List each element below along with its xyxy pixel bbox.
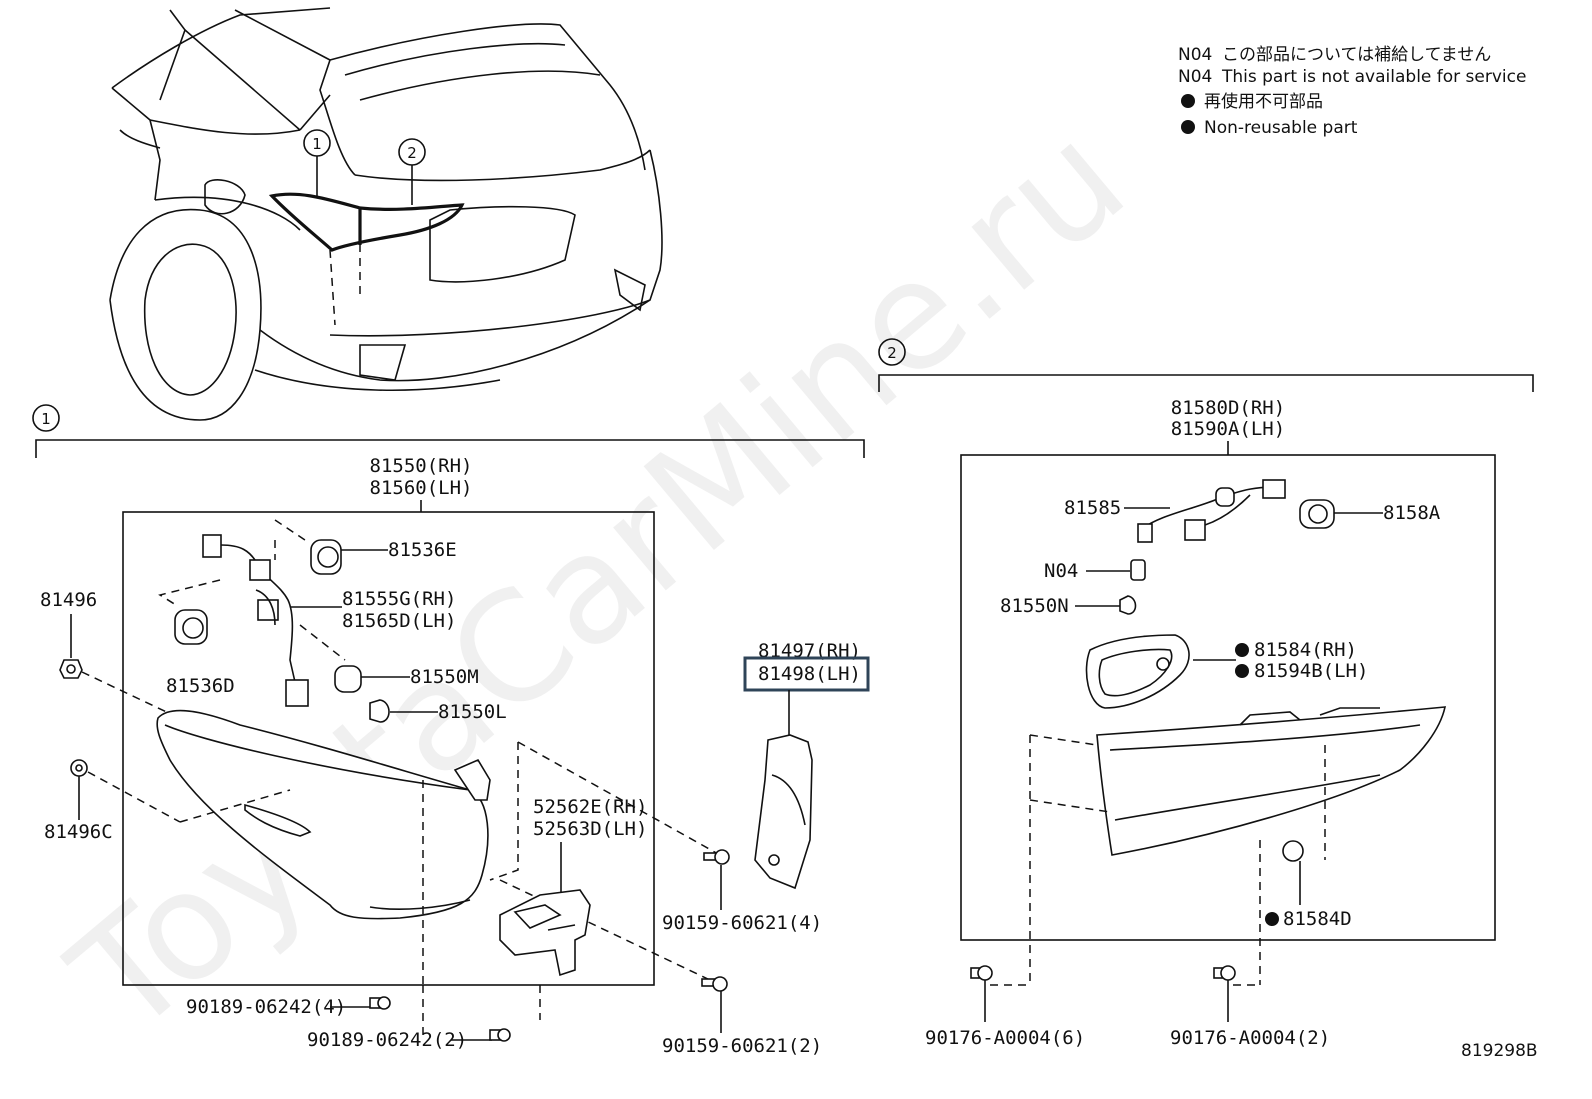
bullet-icon xyxy=(1181,94,1195,108)
gasket-81584-part xyxy=(1085,634,1190,709)
clip-81584d-part xyxy=(1282,840,1304,862)
screw-90189-b-part xyxy=(489,1028,511,1042)
bulb-81550l-part xyxy=(369,699,438,723)
label-8158a: 8158A xyxy=(1383,502,1441,524)
label-81585: 81585 xyxy=(1064,497,1121,519)
label-81565d: 81565D(LH) xyxy=(342,610,456,632)
label-81560: 81560(LH) xyxy=(370,477,473,499)
label-81550m: 81550M xyxy=(410,666,479,688)
label-n04: N04 xyxy=(1044,560,1078,582)
label-81550l: 81550L xyxy=(438,701,507,723)
screw-90189-a-part xyxy=(369,996,391,1010)
label-52562e: 52562E(RH) xyxy=(533,796,647,818)
label-90176-a: 90176-A0004(6) xyxy=(925,1027,1085,1049)
nonreusable-bullet-icon xyxy=(1265,912,1279,926)
assembly-box-2 xyxy=(960,454,1496,941)
nonreusable-bullet-icon xyxy=(1235,664,1249,678)
label-81496c: 81496C xyxy=(44,821,113,843)
note-n04-english: This part is not available for service xyxy=(1221,67,1526,87)
note-n04-code-2: N04 xyxy=(1178,67,1212,87)
label-81594b: 81594B(LH) xyxy=(1254,660,1368,682)
bulb-n04-part xyxy=(1130,559,1146,581)
socket-81550m-part xyxy=(334,665,410,693)
label-81550: 81550(RH) xyxy=(370,455,473,477)
note-n04-japanese: この部品については補給してません xyxy=(1222,45,1491,65)
wire-harness-part xyxy=(202,534,309,707)
lamp-81580d-part xyxy=(1096,706,1447,856)
bracket-52562e-part xyxy=(499,889,591,977)
label-81584: 81584(RH) xyxy=(1254,639,1357,661)
wire-harness-81585-part xyxy=(1137,479,1286,543)
callout-1: 1 xyxy=(41,410,51,428)
socket-81536d-part xyxy=(174,609,208,645)
label-81555g: 81555G(RH) xyxy=(342,588,456,610)
label-81590a: 81590A(LH) xyxy=(1171,418,1285,440)
highlight-box-81498 xyxy=(743,656,870,692)
cover-81498-part xyxy=(754,734,813,890)
label-81580d: 81580D(RH) xyxy=(1171,397,1285,419)
callout-2-top: 2 xyxy=(407,144,417,162)
note-nonreusable-english: Non-reusable part xyxy=(1204,118,1358,138)
label-81584d: 81584D xyxy=(1283,908,1352,930)
group-2: 2 81580D(RH) 81590A(LH) 81585 8158A N04 xyxy=(878,338,1534,1049)
label-90189-a: 90189-06242(4) xyxy=(186,996,346,1018)
screw-90176-b-part xyxy=(1213,965,1236,981)
socket-8158a-part xyxy=(1299,499,1335,529)
assembly-box-1 xyxy=(122,511,655,986)
screw-90159-a-part xyxy=(703,849,730,865)
bullet-icon xyxy=(1181,120,1195,134)
label-90176-b: 90176-A0004(2) xyxy=(1170,1027,1330,1049)
label-90159-a: 90159-60621(4) xyxy=(662,912,822,934)
label-81498: 81498(LH) xyxy=(758,663,861,685)
tail-lamp-81550-part xyxy=(156,709,491,920)
diagram-code: 819298B xyxy=(1461,1041,1538,1061)
nonreusable-bullet-icon xyxy=(1235,643,1249,657)
legend-notes: N04 この部品については補給してません N04 This part is no… xyxy=(1178,45,1526,138)
label-81536e: 81536E xyxy=(388,539,457,561)
note-n04-code-1: N04 xyxy=(1178,45,1212,65)
label-81496: 81496 xyxy=(40,589,97,611)
label-81536d: 81536D xyxy=(166,675,235,697)
group-1: 1 81550(RH) 81560(LH) 81536E 81555G(RH) … xyxy=(32,404,870,1057)
label-81550n: 81550N xyxy=(1000,595,1069,617)
screw-90159-b-part xyxy=(701,976,728,992)
label-90159-b: 90159-60621(2) xyxy=(662,1035,822,1057)
label-52563d: 52563D(LH) xyxy=(533,818,647,840)
label-90189-b: 90189-06242(2) xyxy=(307,1029,467,1051)
vehicle-illustration: 1 2 xyxy=(109,7,663,421)
socket-81536e-part xyxy=(310,539,388,575)
callout-1-top: 1 xyxy=(312,135,322,153)
note-nonreusable-japanese: 再使用不可部品 xyxy=(1204,91,1323,112)
nut-81496-part xyxy=(59,659,83,679)
bulb-81550n-part xyxy=(1119,595,1137,615)
callout-2: 2 xyxy=(887,344,897,362)
watermark: ToyotaCarMine.ru xyxy=(41,92,1157,1068)
screw-90176-a-part xyxy=(970,965,993,981)
nut-81496c-part xyxy=(70,759,88,777)
